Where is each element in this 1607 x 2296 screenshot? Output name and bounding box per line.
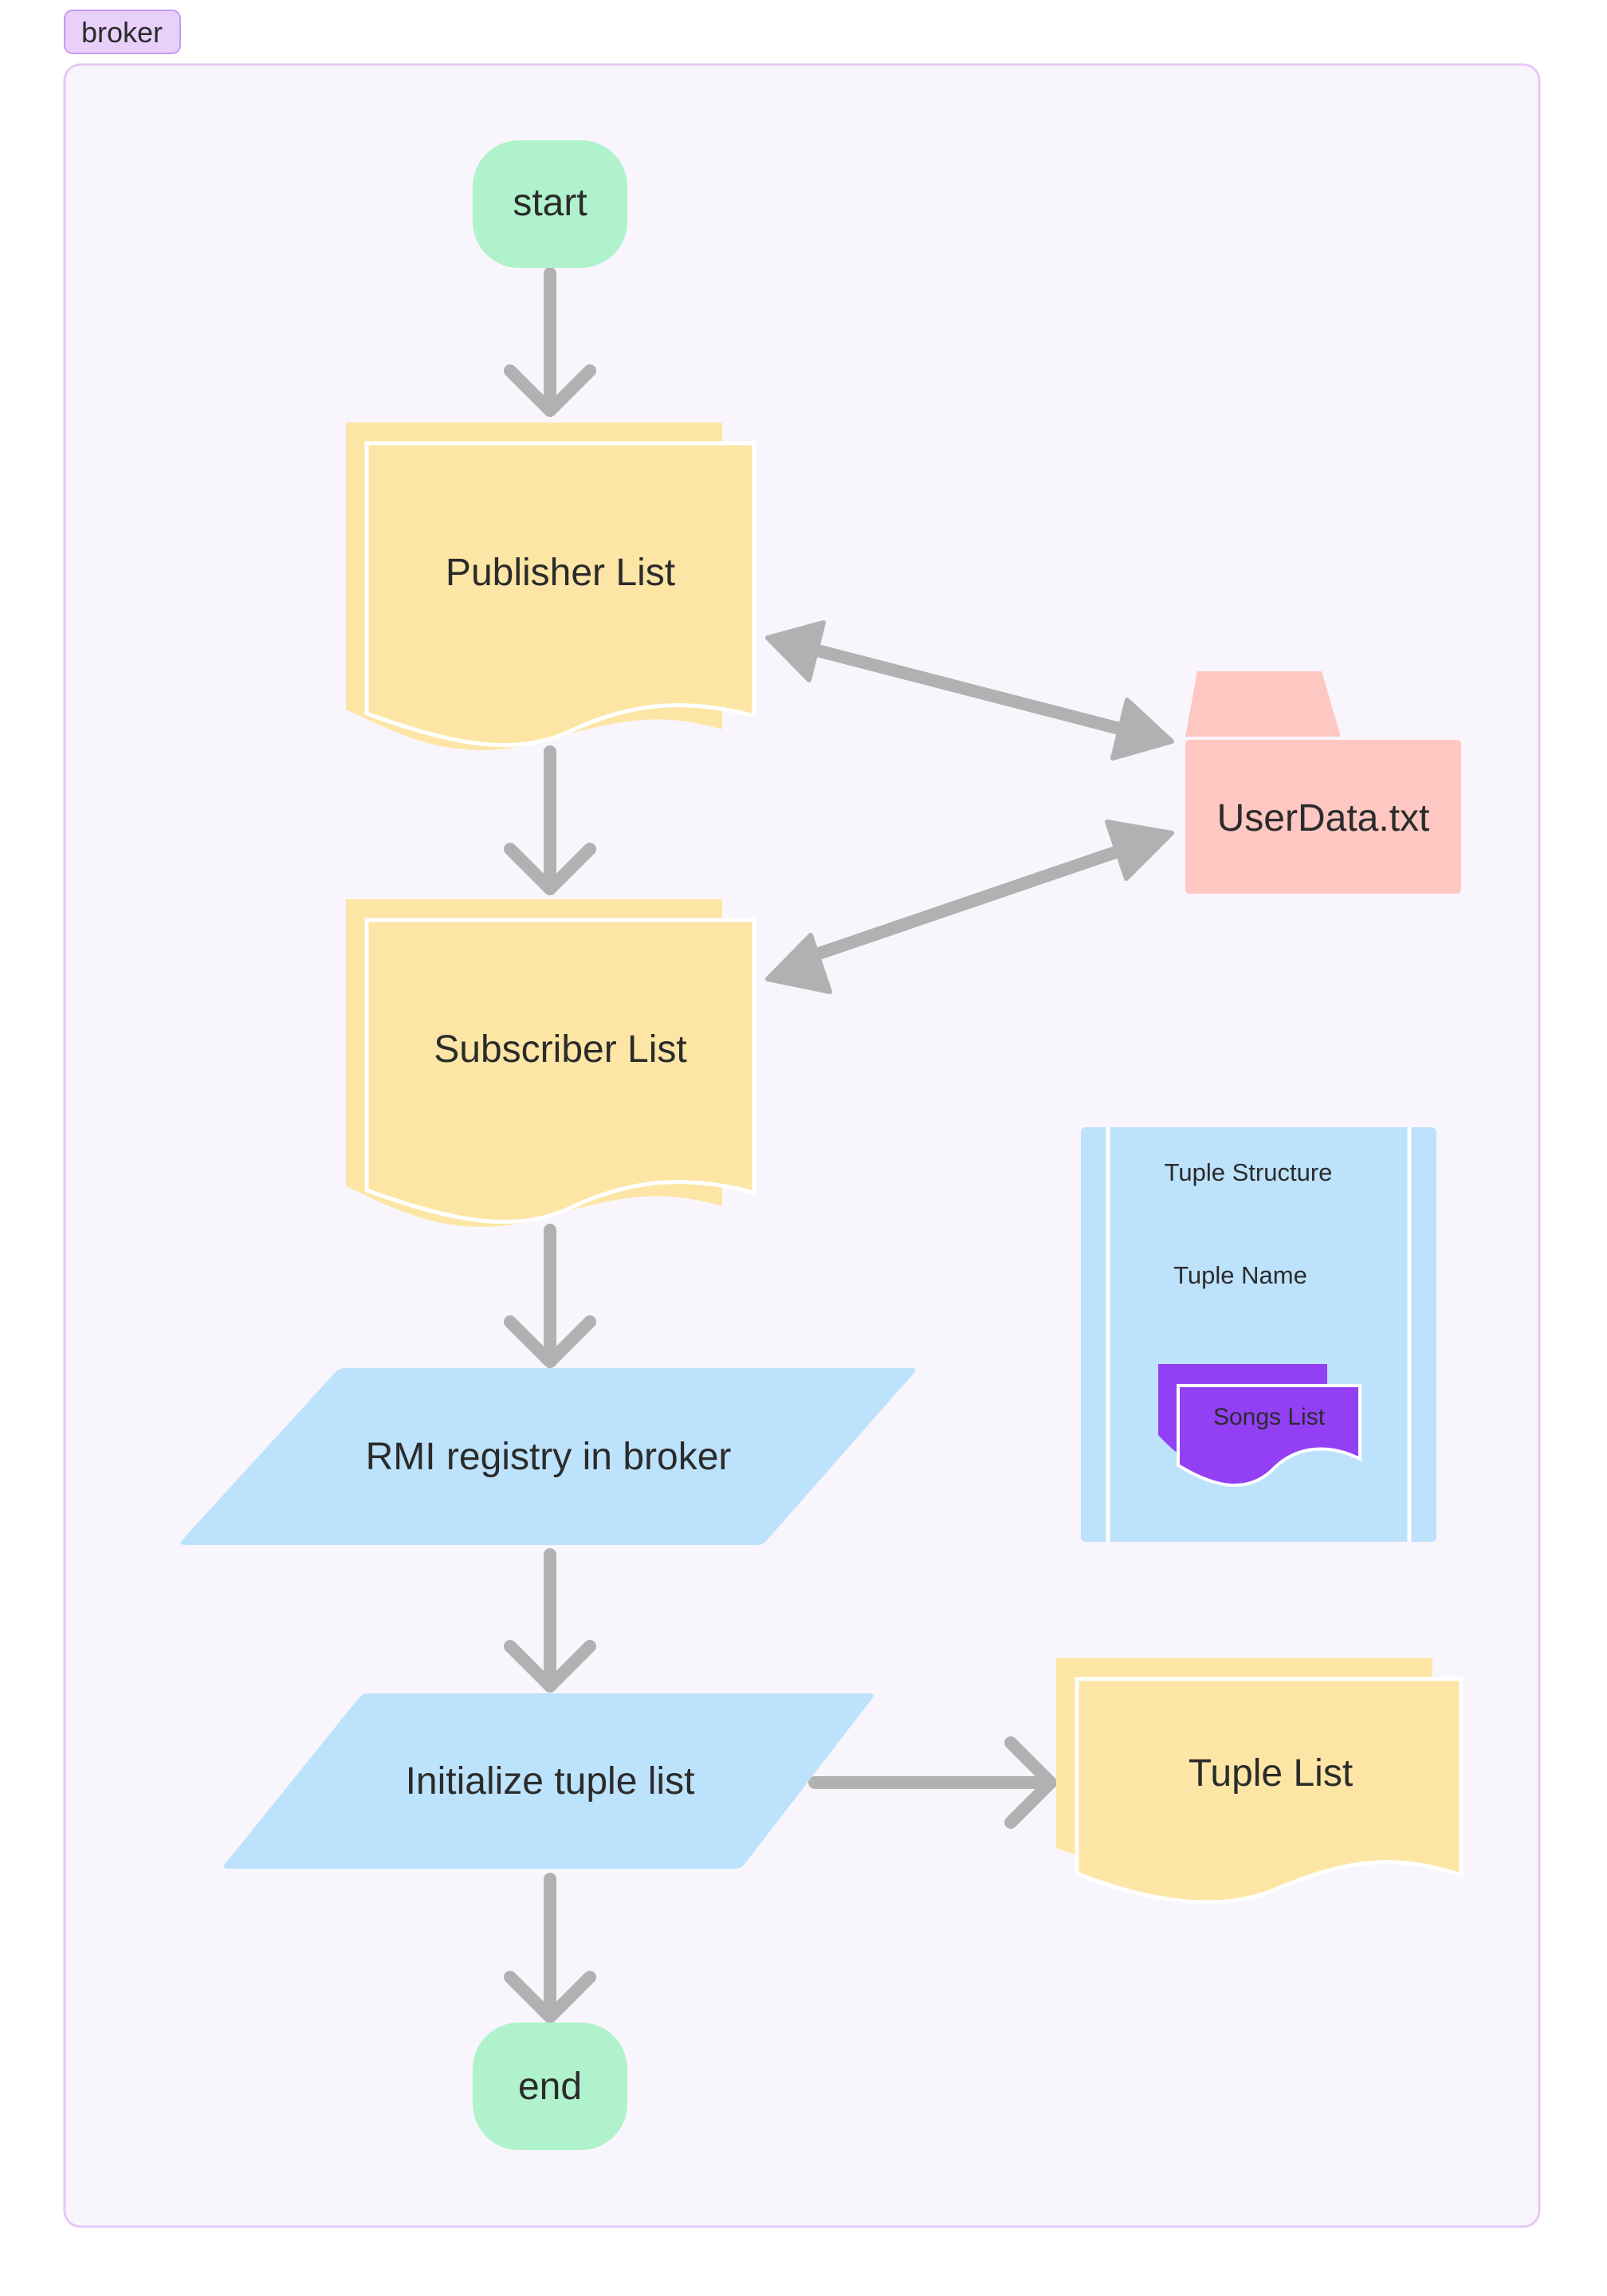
start-label: start [513,182,587,224]
init-tuple-label: Initialize tuple list [406,1760,695,1803]
rmi-registry-label: RMI registry in broker [366,1436,732,1478]
edge-start-to-publisher [504,267,596,417]
tuple-structure-panel[interactable]: Tuple Structure Tuple Name Songs List [1081,1127,1436,1542]
publisher-list-node[interactable]: Publisher List [346,423,756,750]
edge-init-to-end [504,1873,596,2023]
arrowhead-userdata-bottom [1105,820,1174,881]
arrowhead-publisher [765,620,826,682]
edge-init-to-tuplelist [808,1736,1057,1829]
broker-group-label: broker [81,16,163,49]
publisher-list-label: Publisher List [446,552,675,594]
subscriber-list-label: Subscriber List [434,1028,686,1071]
end-node[interactable]: end [473,2023,627,2150]
edge-rmi-to-init [504,1548,596,1693]
tuple-structure-title: Tuple Structure [1165,1158,1333,1186]
edge-publisher-userdata-line [799,641,1138,738]
arrowhead-subscriber [765,933,832,994]
end-label: end [518,2066,582,2108]
tuple-list-label: Tuple List [1189,1752,1353,1795]
userdata-label: UserData.txt [1217,797,1430,839]
broker-group-badge[interactable]: broker [64,10,181,54]
edge-publisher-to-subscriber [504,745,596,895]
songs-list-node[interactable]: Songs List [1158,1364,1361,1487]
userdata-node[interactable]: UserData.txt [1185,671,1461,894]
init-tuple-node[interactable]: Initialize tuple list [223,1693,874,1869]
tuple-name-label: Tuple Name [1173,1261,1307,1289]
arrowhead-userdata-top [1110,698,1174,761]
tuple-list-node[interactable]: Tuple List [1056,1658,1464,1905]
subscriber-list-node[interactable]: Subscriber List [346,899,756,1227]
start-node[interactable]: start [473,140,627,268]
edge-subscriber-to-rmi [504,1224,596,1368]
songs-list-label: Songs List [1213,1404,1326,1430]
edge-subscriber-userdata-line [799,840,1138,965]
rmi-registry-node[interactable]: RMI registry in broker [180,1368,916,1545]
